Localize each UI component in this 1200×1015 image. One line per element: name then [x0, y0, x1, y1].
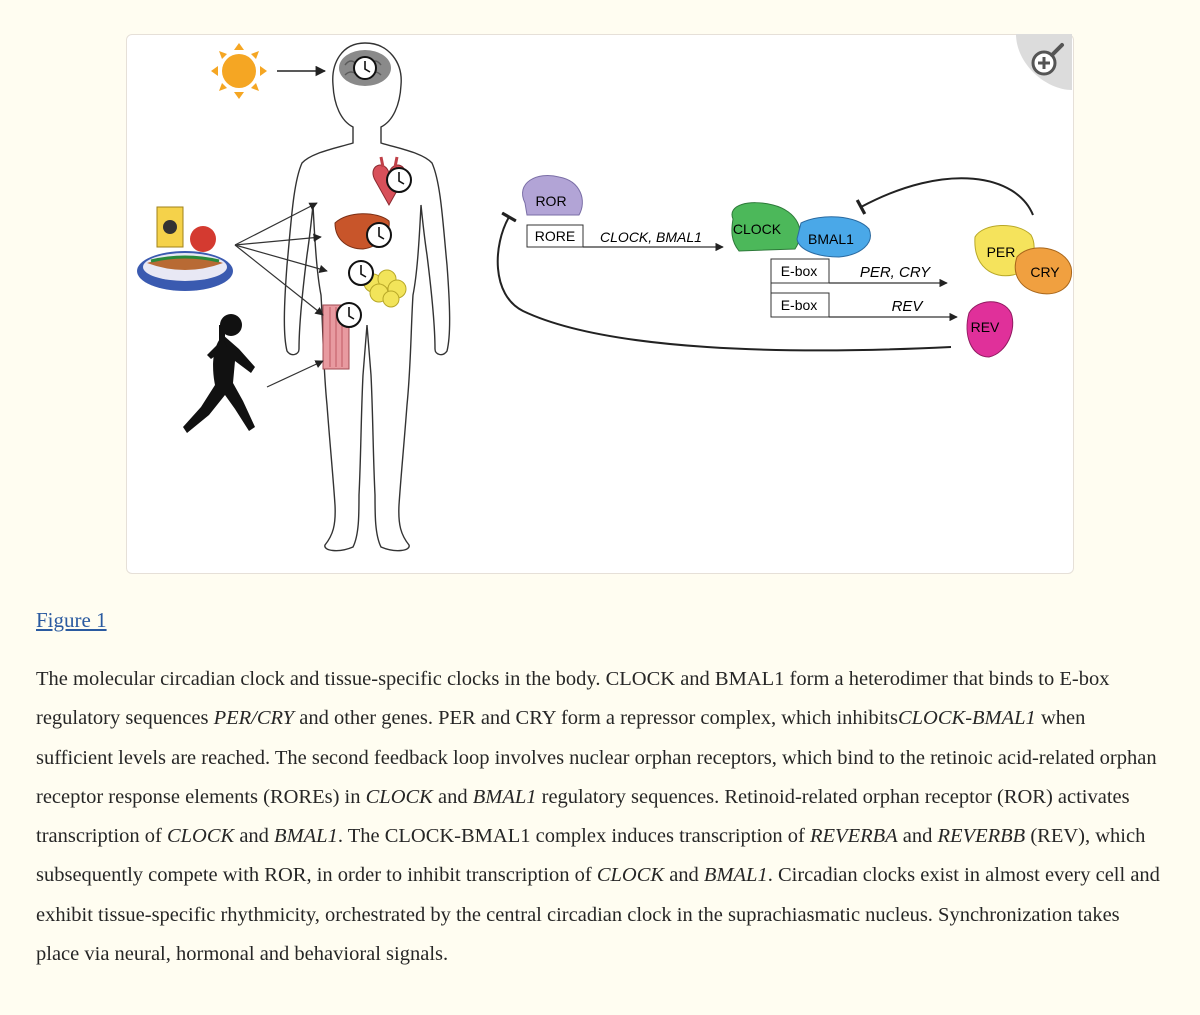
svg-text:ROR: ROR	[535, 193, 566, 209]
zoom-in-magnifier-icon	[1016, 34, 1072, 90]
svg-text:CRY: CRY	[1030, 264, 1060, 280]
rev-repression-arc	[496, 211, 952, 352]
sun-icon	[211, 43, 267, 99]
rev-gene-label: REV	[892, 298, 925, 315]
clock-bmal1-gene-label: CLOCK, BMAL1	[600, 229, 702, 245]
figure-link[interactable]: Figure 1	[36, 608, 107, 632]
ror-protein: ROR	[522, 175, 583, 216]
cry-protein: CRY	[1014, 247, 1073, 295]
ebox-label-2: E-box	[781, 297, 818, 313]
svg-text:BMAL1: BMAL1	[808, 231, 854, 247]
circadian-clock-diagram: ROR RORE CLOCK, BMAL1 CLOCK BMAL1 E-box …	[137, 42, 1073, 552]
rev-protein: REV	[966, 301, 1014, 358]
per-cry-repression-arc	[855, 177, 1034, 216]
svg-text:PER: PER	[987, 244, 1016, 260]
human-body-outline	[283, 42, 451, 552]
exercise-runner-icon	[183, 314, 255, 433]
ebox-label-1: E-box	[781, 263, 818, 279]
clock-icon	[353, 56, 377, 80]
clock-icon	[386, 167, 412, 193]
food-icon	[137, 206, 233, 291]
rore-box	[526, 224, 584, 248]
svg-text:CLOCK: CLOCK	[733, 221, 782, 237]
per-cry-gene-label: PER, CRY	[860, 264, 931, 281]
clock-icon	[366, 222, 392, 248]
figure-image[interactable]: ROR RORE CLOCK, BMAL1 CLOCK BMAL1 E-box …	[126, 34, 1074, 574]
food-signal-arrows	[234, 202, 328, 316]
zoom-in-button[interactable]	[1016, 34, 1072, 90]
clock-icon	[336, 302, 362, 328]
bmal1-protein: BMAL1	[796, 216, 871, 258]
figure-caption: The molecular circadian clock and tissue…	[36, 668, 1160, 966]
clock-icon	[348, 260, 374, 286]
exercise-arrow	[266, 360, 324, 388]
ebox-box-1	[770, 258, 830, 284]
svg-text:REV: REV	[971, 319, 1000, 335]
rore-label: RORE	[535, 228, 575, 244]
clock-protein: CLOCK	[731, 202, 801, 252]
